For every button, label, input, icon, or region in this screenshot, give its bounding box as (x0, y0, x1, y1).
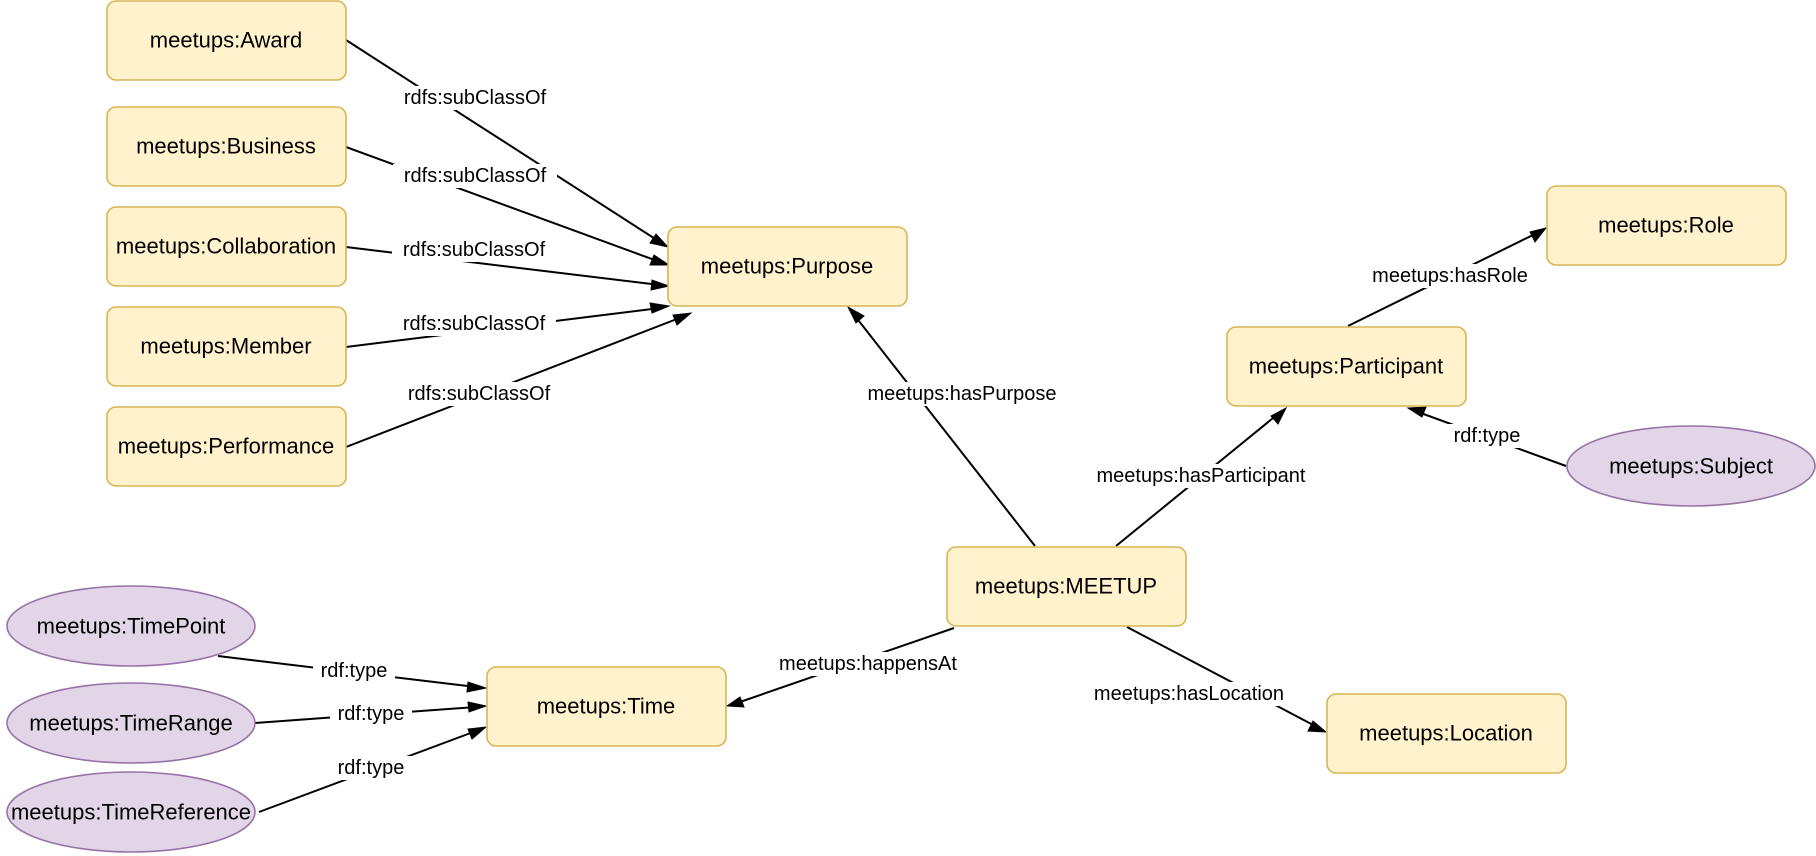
node-time: meetups:Time (486, 666, 727, 747)
arrowhead (1270, 406, 1288, 425)
edge-label-meetup-participant: meetups:hasParticipant (1096, 465, 1305, 487)
edge-label-award-purpose: rdfs:subClassOf (404, 87, 547, 109)
edge-meetup-purpose (854, 315, 1036, 547)
arrowhead (1406, 406, 1427, 418)
arrowhead (1307, 720, 1328, 733)
edge-label-timereference-time: rdf:type (338, 757, 405, 779)
arrowhead (846, 305, 865, 324)
arrowhead (467, 726, 488, 740)
node-label: meetups:TimePoint (37, 614, 226, 639)
edge-label-business-purpose: rdfs:subClassOf (404, 165, 547, 187)
edge-labels: rdfs:subClassOf rdfs:subClassOf rdfs:sub… (313, 86, 1539, 780)
node-label: meetups:Purpose (701, 254, 873, 279)
arrowhead (649, 233, 670, 248)
node-label: meetups:Performance (118, 434, 334, 459)
edge-label-participant-role: meetups:hasRole (1372, 265, 1528, 287)
node-label: meetups:Member (140, 334, 311, 359)
arrowhead (649, 302, 671, 314)
node-label: meetups:Subject (1609, 454, 1773, 479)
node-business: meetups:Business (106, 106, 347, 187)
node-label: meetups:MEETUP (975, 574, 1157, 599)
node-label: meetups:Collaboration (116, 234, 336, 259)
node-subject: meetups:Subject (1566, 425, 1816, 507)
node-label: meetups:Location (1359, 721, 1533, 746)
node-role: meetups:Role (1546, 185, 1787, 266)
arrowhead (672, 312, 693, 326)
edge-label-meetup-time: meetups:happensAt (779, 653, 957, 675)
node-timepoint: meetups:TimePoint (6, 585, 256, 667)
edge-label-meetup-purpose: meetups:hasPurpose (867, 383, 1056, 405)
node-label: meetups:Business (136, 134, 316, 159)
node-timereference: meetups:TimeReference (6, 771, 256, 853)
edge-label-timerange-time: rdf:type (338, 703, 405, 725)
node-purpose: meetups:Purpose (667, 226, 908, 307)
arrowhead (467, 701, 488, 713)
node-label: meetups:TimeReference (11, 800, 251, 825)
node-participant: meetups:Participant (1226, 326, 1467, 407)
node-timerange: meetups:TimeRange (6, 682, 256, 764)
node-label: meetups:TimeRange (29, 711, 232, 736)
node-member: meetups:Member (106, 306, 347, 387)
node-award: meetups:Award (106, 0, 347, 81)
node-collaboration: meetups:Collaboration (106, 206, 347, 287)
edge-label-collaboration-purpose: rdfs:subClassOf (403, 239, 546, 261)
arrowhead (649, 254, 671, 266)
node-label: meetups:Participant (1249, 354, 1443, 379)
edge-label-meetup-location: meetups:hasLocation (1094, 683, 1284, 705)
nodes: meetups:Award meetups:Business meetups:C… (6, 0, 1816, 853)
node-label: meetups:Time (537, 694, 676, 719)
edge-label-timepoint-time: rdf:type (321, 660, 388, 682)
node-location: meetups:Location (1326, 693, 1567, 774)
node-label: meetups:Award (150, 28, 302, 53)
node-performance: meetups:Performance (106, 406, 347, 487)
edge-label-subject-participant: rdf:type (1454, 425, 1521, 447)
edge-label-member-purpose: rdfs:subClassOf (403, 313, 546, 335)
arrowhead (650, 279, 671, 291)
node-meetup: meetups:MEETUP (946, 546, 1187, 627)
arrowhead (725, 696, 745, 708)
arrowhead (1529, 227, 1548, 243)
edge-award-purpose (345, 39, 661, 243)
arrowhead (466, 681, 488, 693)
node-label: meetups:Role (1598, 213, 1734, 238)
edge-meetup-location (1126, 626, 1318, 728)
edge-label-performance-purpose: rdfs:subClassOf (408, 383, 551, 405)
